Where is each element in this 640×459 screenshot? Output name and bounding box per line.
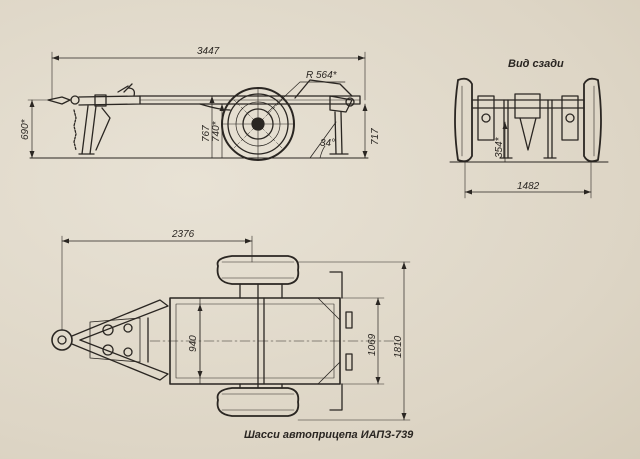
dim-1069-label: 1069 [367, 333, 378, 356]
radius-label: R 564* [306, 70, 338, 81]
angle-label: 34° [320, 138, 335, 149]
bottom-tire [216, 383, 300, 417]
side-view: 3447 [20, 46, 381, 161]
rear-track-label: 1482 [517, 181, 540, 192]
rear-view-title: Вид сзади [508, 58, 564, 70]
rear-stand [329, 111, 349, 155]
top-tire [216, 255, 300, 299]
length-dimension-label: 3447 [197, 46, 220, 57]
side-wheel [221, 87, 295, 161]
tow-eye [51, 329, 73, 351]
rear-axle [471, 99, 585, 109]
height-717-label: 717 [370, 128, 381, 145]
rear-view: Вид сзади 354* 1482 [449, 58, 609, 199]
radius-leader [267, 81, 346, 113]
rear-bracket [329, 95, 353, 113]
rear-clearance-label: 354* [494, 136, 505, 158]
dim-1810-label: 1810 [393, 335, 404, 358]
fender [294, 79, 353, 99]
height-767-label: 767 [201, 125, 212, 142]
rear-right-tire [583, 77, 602, 163]
hitch-height-label: 690* [20, 118, 31, 140]
rear-left-tire [454, 77, 473, 163]
tow-hitch [47, 83, 141, 107]
drawing-caption: Шасси автоприцепа ИАПЗ-739 [244, 429, 414, 441]
drawbar-upper [71, 299, 169, 341]
drawbar-lower [71, 339, 169, 381]
top-view: 2376 [51, 229, 411, 421]
frame-width-label: 940 [188, 335, 199, 352]
top-length-label: 2376 [171, 229, 195, 240]
height-740-label: 740* [211, 120, 222, 142]
support-leg [73, 105, 111, 155]
